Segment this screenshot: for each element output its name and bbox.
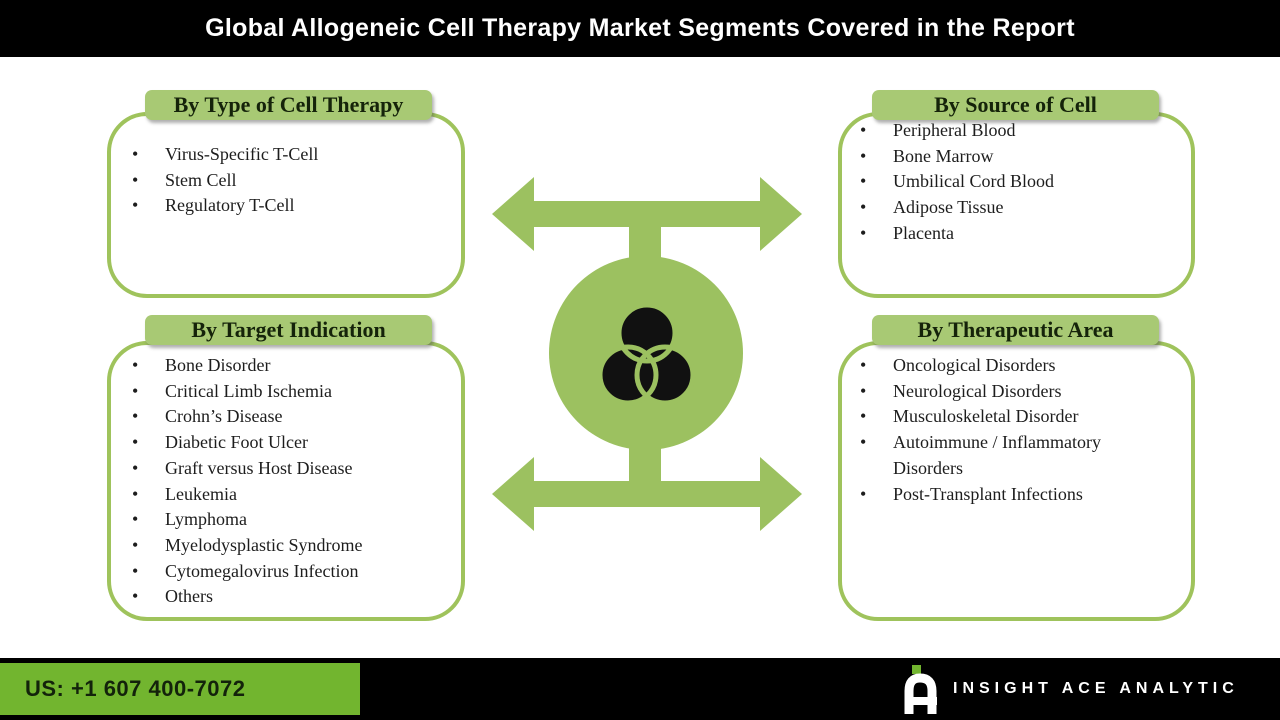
phone-box: US: +1 607 400-7072 [0, 663, 360, 715]
list-item: Cytomegalovirus Infection [130, 559, 445, 585]
list-item: Regulatory T-Cell [130, 193, 435, 219]
center-graphic [492, 177, 802, 531]
list-item: Others [130, 584, 445, 610]
list-source-of-cell: Peripheral Blood Bone Marrow Umbilical C… [858, 118, 1173, 247]
list-item: Musculoskeletal Disorder [858, 404, 1163, 430]
badge-source-of-cell: By Source of Cell [872, 90, 1159, 120]
venn-diagram-icon [597, 302, 696, 406]
page-title: Global Allogeneic Cell Therapy Market Se… [205, 14, 1075, 42]
list-item: Placenta [858, 221, 1173, 247]
list-therapeutic-area: Oncological Disorders Neurological Disor… [858, 353, 1163, 507]
list-item: Post-Transplant Infections [858, 482, 1163, 508]
list-item: Virus-Specific T-Cell [130, 142, 435, 168]
list-item: Myelodysplastic Syndrome [130, 533, 445, 559]
list-item: Bone Marrow [858, 144, 1173, 170]
list-item: Umbilical Cord Blood [858, 169, 1173, 195]
list-item: Graft versus Host Disease [130, 456, 445, 482]
double-arrow-bottom-icon [492, 457, 802, 531]
phone-number: US: +1 607 400-7072 [25, 676, 246, 701]
list-type-of-cell-therapy: Virus-Specific T-Cell Stem Cell Regulato… [130, 142, 435, 219]
list-item: Adipose Tissue [858, 195, 1173, 221]
list-item: Lymphoma [130, 507, 445, 533]
badge-target-indication: By Target Indication [145, 315, 432, 345]
brand-name: INSIGHT ACE ANALYTIC [953, 680, 1239, 697]
list-item: Autoimmune / Inflammatory Disorders [858, 430, 1163, 481]
list-item: Peripheral Blood [858, 118, 1173, 144]
list-item: Stem Cell [130, 168, 435, 194]
list-item: Critical Limb Ischemia [130, 379, 445, 405]
list-item: Neurological Disorders [858, 379, 1163, 405]
badge-type-of-cell-therapy: By Type of Cell Therapy [145, 90, 432, 120]
footer-bar: US: +1 607 400-7072 INSIGHT ACE ANALYTIC [0, 658, 1280, 720]
title-bar: Global Allogeneic Cell Therapy Market Se… [0, 0, 1280, 57]
list-item: Bone Disorder [130, 353, 445, 379]
list-item: Crohn’s Disease [130, 404, 445, 430]
list-item: Oncological Disorders [858, 353, 1163, 379]
list-target-indication: Bone Disorder Critical Limb Ischemia Cro… [130, 353, 445, 610]
insight-ace-logo-icon [904, 665, 937, 714]
badge-therapeutic-area: By Therapeutic Area [872, 315, 1159, 345]
list-item: Diabetic Foot Ulcer [130, 430, 445, 456]
list-item: Leukemia [130, 482, 445, 508]
